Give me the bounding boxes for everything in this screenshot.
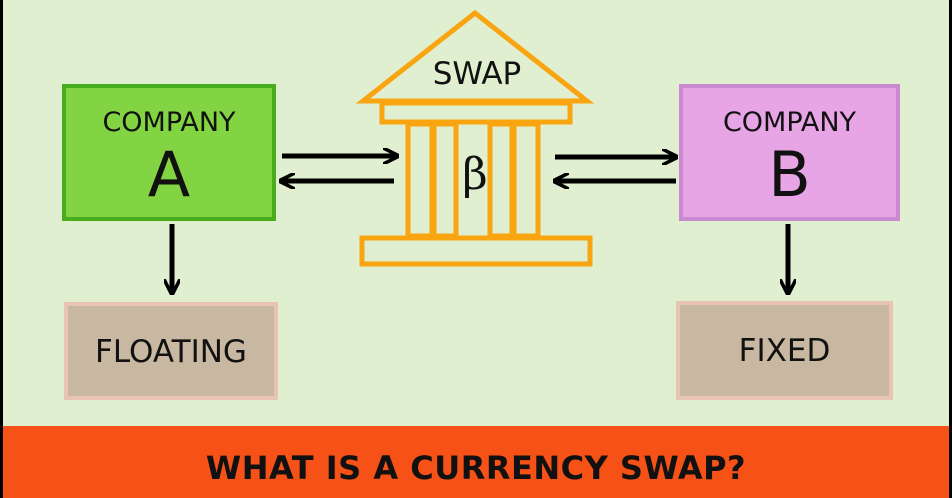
fixed-rate-box: FIXED [676, 301, 893, 400]
title-band [3, 426, 949, 498]
floating-rate-box: FLOATING [64, 302, 278, 400]
page-title: WHAT IS A CURRENCY SWAP? [205, 449, 747, 487]
bank-label: SWAP [432, 56, 522, 92]
company-b-box: COMPANY B [679, 84, 900, 221]
company-a-letter: A [147, 138, 191, 211]
company-a-prefix: COMPANY [102, 107, 236, 138]
bank-symbol: β [462, 149, 488, 200]
company-b-prefix: COMPANY [722, 107, 857, 138]
bank-column-left [405, 121, 435, 239]
bank-base [359, 235, 593, 267]
bank-column-right [511, 121, 541, 239]
bank-beam [379, 100, 573, 125]
bank-building-icon [355, 9, 595, 267]
company-b-letter: B [768, 138, 811, 211]
diagram-background [3, 0, 949, 498]
company-a-box: COMPANY A [62, 84, 276, 221]
